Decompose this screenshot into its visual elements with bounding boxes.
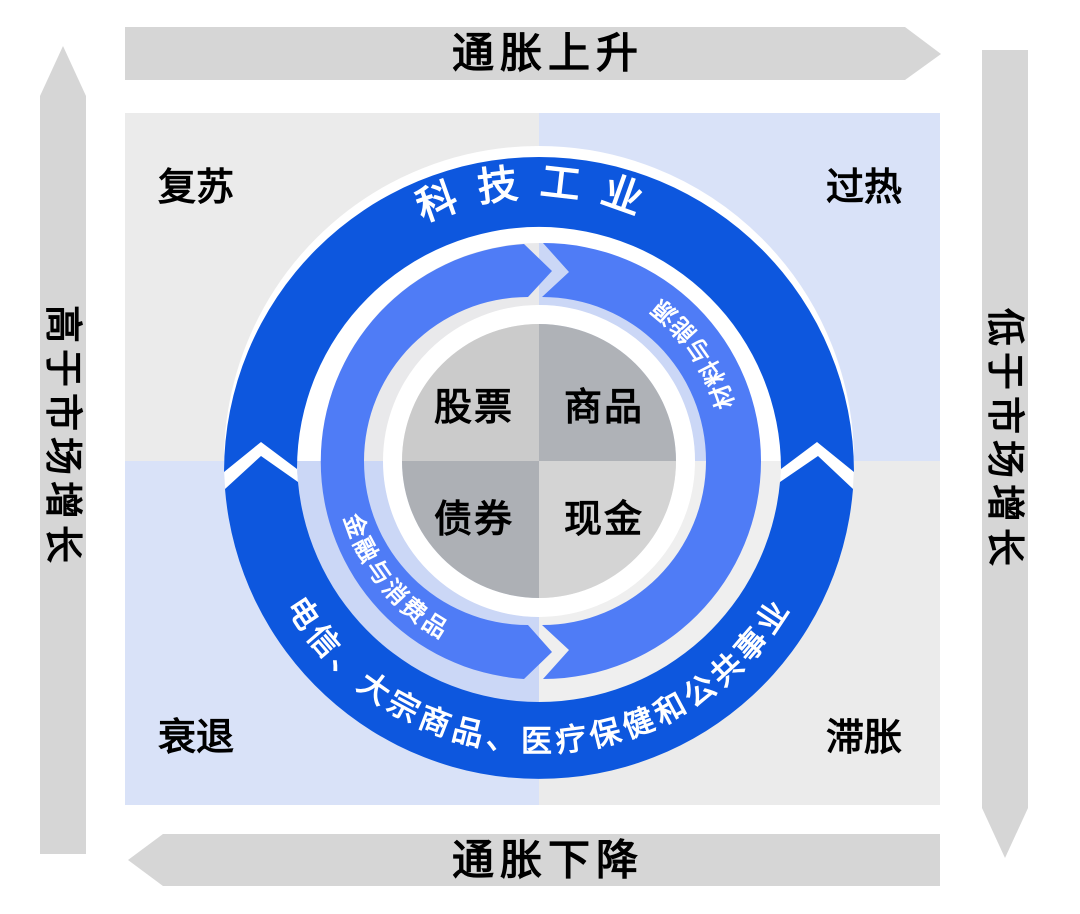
inner-white-ring bbox=[383, 305, 695, 617]
center-wedge-stocks bbox=[402, 324, 539, 461]
axis-right-label: 低于市场增长 bbox=[983, 308, 1027, 572]
asset-label-bonds: 债券 bbox=[434, 497, 514, 541]
axis-top-arrowhead-icon bbox=[905, 27, 941, 80]
middle-ring-right-arc bbox=[542, 243, 761, 679]
axis-bottom-label: 通胀下降 bbox=[452, 836, 644, 885]
separator-top-left bbox=[297, 219, 539, 461]
phase-label-overheat: 过热 bbox=[826, 165, 902, 209]
axis-bottom-arrow-body bbox=[163, 834, 940, 886]
phase-label-recession: 衰退 bbox=[158, 715, 234, 759]
outer-ring-top-arc bbox=[224, 157, 854, 472]
phase-label-recovery: 复苏 bbox=[158, 165, 234, 209]
asset-label-stocks: 股票 bbox=[434, 385, 514, 429]
asset-label-commodities: 商品 bbox=[564, 385, 644, 429]
axis-bottom-arrow: 通胀下降 bbox=[128, 834, 940, 886]
axis-top-arrow-body bbox=[125, 27, 905, 80]
middle-ring-left-arc bbox=[320, 244, 552, 679]
center-wedge-bonds bbox=[402, 461, 539, 598]
axis-top-label: 通胀上升 bbox=[452, 29, 644, 78]
axis-left-arrowhead-icon bbox=[40, 46, 86, 96]
asset-label-cash: 现金 bbox=[564, 497, 644, 541]
axis-bottom-arrowhead-icon bbox=[128, 834, 163, 886]
center-wedge-cash bbox=[539, 461, 676, 598]
axis-right-arrow-body bbox=[982, 50, 1028, 808]
axis-right-arrow: 低于市场增长 bbox=[982, 50, 1028, 858]
center-wedge-commodities bbox=[539, 324, 676, 461]
axis-left-arrow: 高于市场增长 bbox=[40, 46, 86, 854]
axis-left-label: 高于市场增长 bbox=[41, 305, 85, 569]
outer-ring-bottom-arc bbox=[225, 456, 853, 779]
axis-right-arrowhead-icon bbox=[982, 808, 1028, 858]
axis-left-arrow-body bbox=[40, 96, 86, 854]
phase-label-stagflation: 滞胀 bbox=[826, 715, 902, 759]
axis-top-arrow: 通胀上升 bbox=[125, 27, 941, 80]
